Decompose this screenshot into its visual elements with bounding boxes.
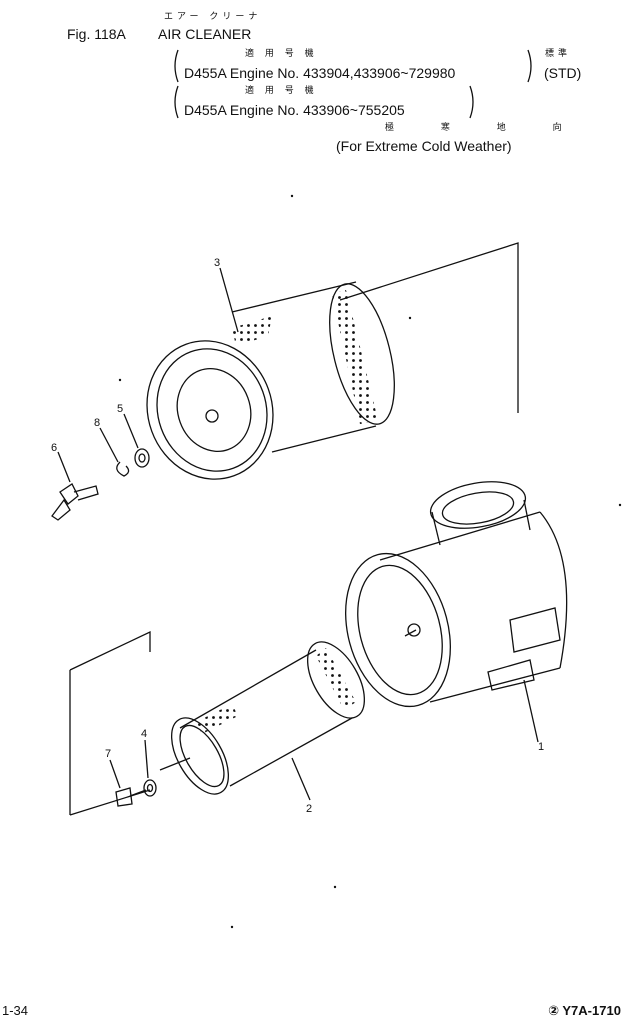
bracket-left-1 (174, 49, 179, 83)
perforation-lower-1 (316, 648, 356, 710)
nut-part-5 (134, 448, 150, 468)
engine-range-std: D455A Engine No. 433904,433906~729980 (184, 65, 456, 81)
leader-5 (123, 413, 139, 449)
inner-element-part-2 (159, 641, 366, 795)
housing-part-1 (345, 481, 568, 708)
leader-6 (57, 451, 71, 483)
leader-1 (523, 679, 539, 743)
page-title: AIR CLEANER (158, 26, 252, 42)
leader-7 (109, 759, 121, 789)
fig-number: Fig. 118A (67, 26, 126, 42)
clip-part-8 (116, 461, 130, 477)
callout-7: 7 (105, 748, 111, 760)
perforation-lower-2 (196, 704, 238, 734)
callout-3: 3 (214, 257, 220, 269)
frame-lower (69, 630, 151, 671)
cold-weather-label: (For Extreme Cold Weather) (336, 138, 512, 154)
applicable-jp-1: 適 用 号 機 (245, 49, 318, 59)
scan-dots (118, 194, 622, 929)
nut-part-4 (143, 779, 157, 797)
std-label: (STD) (544, 65, 582, 81)
outer-element-upper (146, 281, 395, 480)
callout-8: 8 (94, 417, 100, 429)
leader-3 (219, 267, 239, 333)
std-jp: 標準 (545, 49, 572, 59)
drawing-code: ② Y7A-1710 (548, 1003, 621, 1018)
leader-2 (291, 757, 311, 801)
leader-8 (99, 427, 119, 463)
bracket-right-2 (469, 85, 474, 119)
page-number: 1-34 (2, 1003, 29, 1018)
leader-4 (144, 739, 149, 779)
callout-2: 2 (306, 803, 312, 815)
frame-lower-bottom (69, 789, 151, 816)
engine-range-cold: D455A Engine No. 433906~755205 (184, 102, 405, 118)
callout-6: 6 (51, 442, 57, 454)
callout-4: 4 (141, 728, 147, 740)
frame-upper (339, 242, 519, 413)
callout-5: 5 (117, 403, 123, 415)
perforation-upper-1 (332, 290, 378, 424)
wing-bolt-part-6 (51, 483, 99, 521)
callout-1: 1 (538, 741, 544, 753)
cold-jp: 極 寒 地 向 (385, 123, 584, 133)
title-jp: エアー クリーナ (164, 12, 262, 22)
bracket-left-2 (174, 85, 179, 119)
wing-bolt-part-7 (115, 787, 147, 807)
bracket-right-1 (527, 49, 532, 83)
applicable-jp-2: 適 用 号 機 (245, 86, 318, 96)
perforation-upper-2 (232, 316, 272, 346)
